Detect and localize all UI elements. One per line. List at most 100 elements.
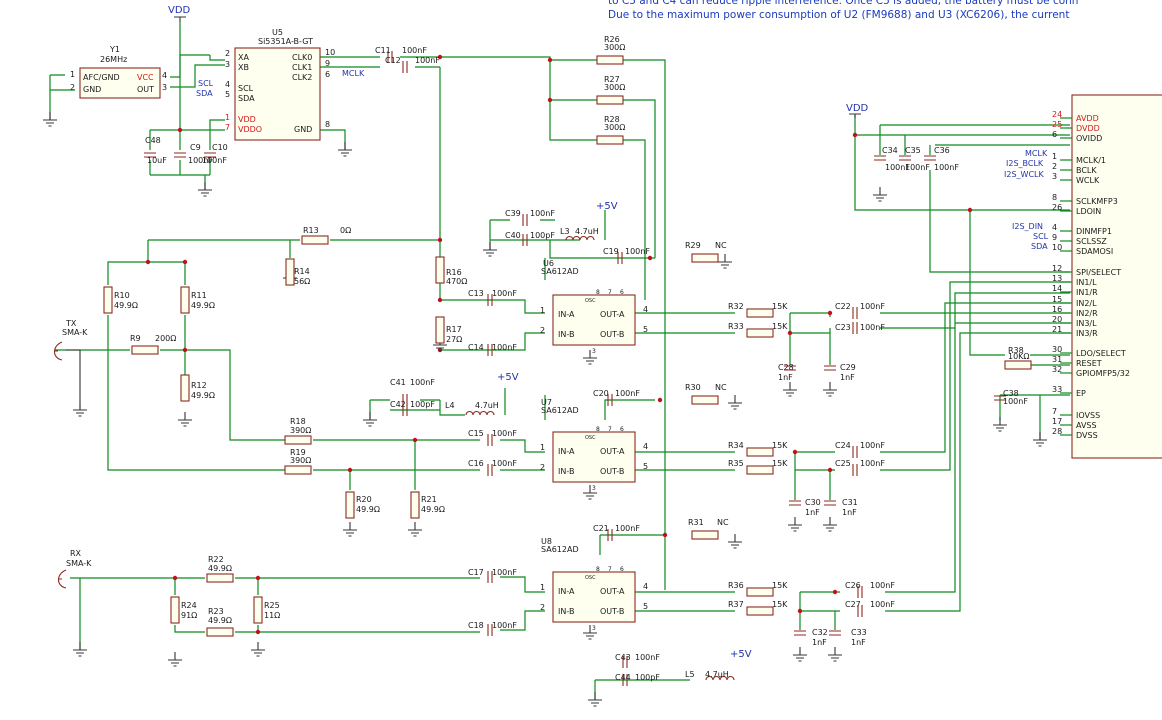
ground-symbol <box>718 254 732 269</box>
component-ref: C42 <box>390 400 406 409</box>
svg-text:XA: XA <box>238 53 249 62</box>
mixer-top-pin: 8 <box>596 289 600 296</box>
ground-symbol <box>828 647 842 662</box>
component-value: 91Ω <box>181 611 197 620</box>
mixer-pin-num: 1 <box>540 306 545 315</box>
component-l5: L5 4.7uH <box>685 670 735 681</box>
ground-symbol <box>343 522 357 537</box>
component-value: 1nF <box>840 373 855 382</box>
component-ref: L5 <box>685 670 695 679</box>
component-value: 100nF <box>410 378 435 387</box>
codec-pin-name: IN1/R <box>1076 288 1098 297</box>
svg-text:RX: RX <box>70 549 82 558</box>
svg-text:MCLK: MCLK <box>1025 149 1048 158</box>
component-value: 300Ω <box>604 43 625 52</box>
component-ref: R22 <box>208 555 224 564</box>
svg-text:SCL: SCL <box>198 79 214 88</box>
component-ref: C40 <box>505 231 521 240</box>
ground-symbol <box>728 534 742 549</box>
mixer-pin-num: 5 <box>643 602 648 611</box>
svg-text:3: 3 <box>225 60 230 69</box>
svg-text:10: 10 <box>325 48 335 57</box>
component-value: 49.9Ω <box>191 301 215 310</box>
svg-text:SCL: SCL <box>1033 232 1049 241</box>
mixer-top-pin: 6 <box>620 289 624 296</box>
svg-text:26MHz: 26MHz <box>100 55 127 64</box>
component-value: NC <box>715 383 727 392</box>
svg-text:1: 1 <box>70 70 75 79</box>
codec-pin-name: IN2/R <box>1076 309 1098 318</box>
component-value: 49.9Ω <box>208 616 232 625</box>
component-value: 4.7uH <box>705 670 729 679</box>
p5v-symbol-u8: +5V <box>730 649 752 660</box>
component-ref: R35 <box>728 459 744 468</box>
note-line-1: to C5 and C4 can reduce ripple interfere… <box>608 0 1079 7</box>
svg-text:U5: U5 <box>272 28 283 37</box>
codec-pin-name: BCLK <box>1076 166 1097 175</box>
svg-text:+5V: +5V <box>596 201 618 212</box>
component-value: 100nF <box>625 247 650 256</box>
component-ref: C29 <box>840 363 856 372</box>
codec-pin-num: 25 <box>1052 120 1062 129</box>
component-ref: R16 <box>446 268 462 277</box>
component-value: 49.9Ω <box>114 301 138 310</box>
component-ref: R21 <box>421 495 437 504</box>
component-ref: R38 <box>1008 346 1024 355</box>
mixer-pin-name: OUT-B <box>600 467 624 476</box>
component-ref: C36 <box>934 146 950 155</box>
svg-text:AFC/GND: AFC/GND <box>83 73 120 82</box>
mixer-pin-name: OUT-B <box>600 330 624 339</box>
codec-pin-name: SDAMOSI <box>1076 247 1113 256</box>
codec-pin-num: 15 <box>1052 295 1062 304</box>
component-value: 15K <box>772 459 788 468</box>
codec-pin-num: 24 <box>1052 110 1062 119</box>
ground-symbol <box>408 522 422 537</box>
mixer-top-pin: 8 <box>596 566 600 573</box>
mixer-pin-name: IN-A <box>558 310 575 319</box>
component-value: 100nF <box>905 163 930 172</box>
svg-text:TX: TX <box>65 319 77 328</box>
svg-text:U6: U6 <box>543 259 554 268</box>
component-ref: C10 <box>212 143 228 152</box>
component-ref: C17 <box>468 568 484 577</box>
codec-pin-num: 16 <box>1052 305 1062 314</box>
component-ref: R17 <box>446 325 462 334</box>
u8-mixer: U8 SA612AD <box>541 537 636 623</box>
component-value: 100nF <box>492 289 517 298</box>
component-value: 10KΩ <box>1008 352 1030 361</box>
component-value: 1nF <box>805 508 820 517</box>
component-value: 100nF <box>860 441 885 450</box>
component-value: 49.9Ω <box>356 505 380 514</box>
ground-symbol <box>588 692 602 707</box>
component-value: 100nF <box>934 163 959 172</box>
ground-symbol <box>178 412 192 427</box>
component-ref: C44 <box>615 673 631 682</box>
ground-symbol <box>1033 432 1047 447</box>
component-ref: C41 <box>390 378 406 387</box>
svg-text:U7: U7 <box>541 398 552 407</box>
mixer-pin-num: 4 <box>643 582 648 591</box>
component-ref: R32 <box>728 302 744 311</box>
component-ref: C43 <box>615 653 631 662</box>
